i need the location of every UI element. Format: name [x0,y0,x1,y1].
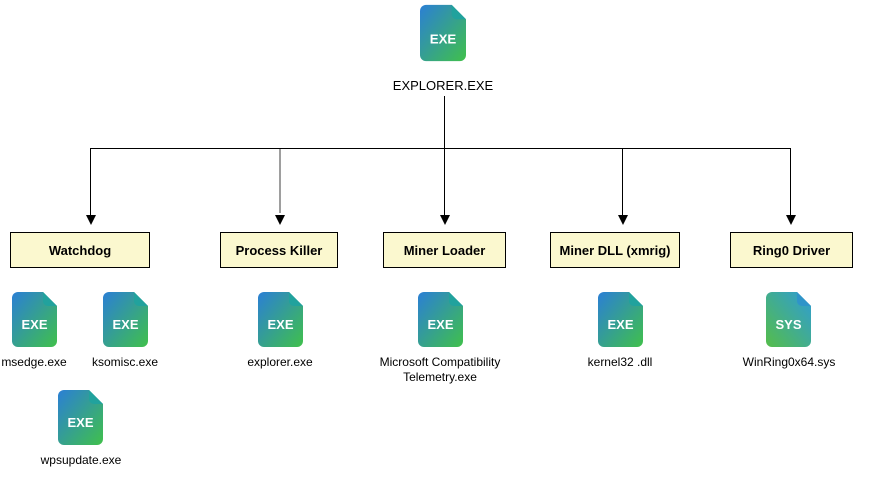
arrowhead-ring0-driver-icon [786,215,796,225]
file-badge: EXE [430,32,457,47]
file-badge: EXE [21,317,47,332]
file-badge: EXE [67,415,93,430]
group-title: Watchdog [48,242,112,258]
exe-file-icon: EXE [420,4,466,62]
file-badge: EXE [607,317,633,332]
exe-file-icon: EXE [103,292,148,347]
group-box-ring0-driver: Ring0 Driver [730,232,853,268]
exe-file-icon: EXE [12,292,57,347]
file-label: ksomisc.exe [91,355,159,369]
group-box-miner-dll: Miner DLL (xmrig) [550,232,680,268]
file-label: kernel32 .dll [587,355,653,369]
group-title: Ring0 Driver [752,242,831,258]
connector-root-stem [444,96,445,148]
exe-file-icon: EXE [418,292,463,347]
group-title: Miner Loader [403,242,486,258]
group-box-watchdog: Watchdog [10,232,150,268]
group-title: Process Killer [235,242,323,258]
arrowhead-watchdog-icon [86,215,96,225]
connector-miner-loader [444,148,445,216]
file-label: wpsupdate.exe [40,453,122,467]
arrowhead-miner-dll-icon [618,215,628,225]
group-box-process-killer: Process Killer [220,232,338,268]
connector-ring0-driver [790,148,791,216]
exe-file-icon: EXE [58,390,103,445]
connector-watchdog [90,148,91,216]
arrowhead-miner-loader-icon [440,215,450,225]
file-badge: EXE [267,317,293,332]
file-label: Microsoft Compatibility Telemetry.exe [379,355,501,384]
root-label: EXPLORER.EXE [392,78,494,93]
file-label: msedge.exe [1,355,67,369]
connector-horizontal-bus [90,148,791,149]
file-badge: SYS [775,317,801,332]
file-badge: EXE [112,317,138,332]
group-box-miner-loader: Miner Loader [383,232,506,268]
file-label: explorer.exe [247,355,313,369]
connector-miner-dll [622,148,623,216]
file-badge: EXE [427,317,453,332]
arrowhead-process-killer-icon [275,215,285,225]
file-label: WinRing0x64.sys [742,355,836,369]
exe-file-icon: EXE [598,292,643,347]
connector-process-killer [279,149,281,213]
group-title: Miner DLL (xmrig) [559,242,671,258]
sys-file-icon: SYS [766,292,811,347]
exe-file-icon: EXE [258,292,303,347]
